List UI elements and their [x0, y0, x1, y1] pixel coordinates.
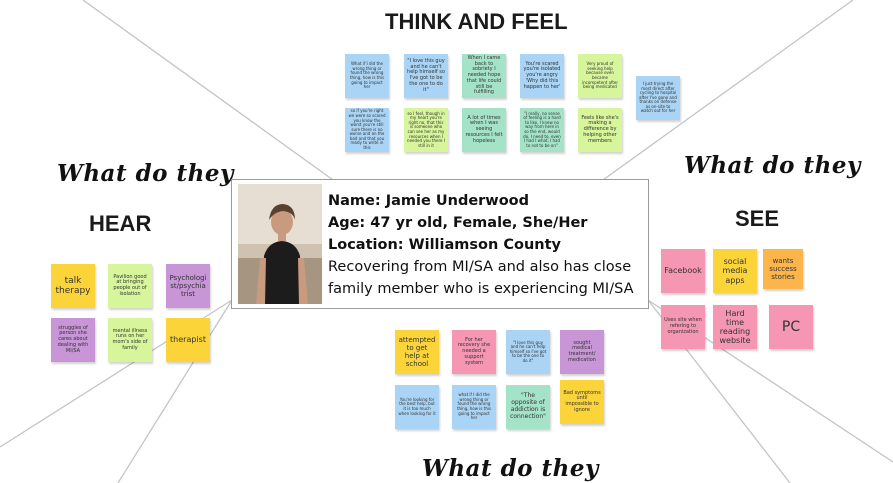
see-note: Uses site when refering to organization	[661, 305, 705, 349]
do-note: Bad symptoms until impossible to ignore	[560, 380, 604, 424]
think-note: "I love this guy and he can't help himse…	[404, 54, 448, 98]
hear-note: Pavilion good at bringing people out of …	[108, 264, 152, 308]
script-label-left: What do they	[57, 160, 234, 187]
see-note: social media apps	[713, 249, 757, 293]
do-note: You're looking for the best help, but it…	[395, 385, 439, 429]
think-note: "I really, no sense of feeling is a hard…	[520, 108, 564, 152]
persona-description-line1: Recovering from MI/SA and also has close	[328, 259, 632, 275]
see-note: PC	[769, 305, 813, 349]
hear-note: therapist	[166, 318, 210, 362]
script-label-right: What do they	[684, 152, 861, 179]
see-note: Facebook	[661, 249, 705, 293]
think-note: Very proud of seeking help because even …	[578, 54, 622, 98]
do-note: "The opposite of addiction is connection…	[506, 385, 550, 429]
hear-heading: HEAR	[89, 211, 152, 236]
see-note: wants success stories	[763, 249, 803, 289]
think-and-feel-heading: THINK AND FEEL	[385, 9, 568, 34]
person-silhouette-icon	[238, 184, 322, 304]
do-note: what if I did the wrong thing or found t…	[452, 385, 496, 429]
think-note: so I feel, though in my heart you're rig…	[404, 108, 448, 152]
think-note: A lot of times when I was seeing resourc…	[462, 108, 506, 152]
script-label-bottom: What do they	[422, 455, 599, 482]
hear-note: Psychologist/psychiatrist	[166, 264, 210, 308]
see-note: Hard time reading website	[713, 305, 757, 349]
think-note: I just trying the most direct after cycl…	[636, 76, 680, 120]
persona-age: Age: 47 yr old, Female, She/Her	[328, 215, 588, 231]
persona-location: Location: Williamson County	[328, 237, 561, 253]
persona-description-line2: family member who is experiencing MI/SA	[328, 281, 634, 297]
hear-note: mental illness runs on her mom's side of…	[108, 318, 152, 362]
see-heading: SEE	[735, 206, 780, 231]
do-note: For her recovery she needed a support sy…	[452, 330, 496, 374]
hear-note: struggles of person she cares about deal…	[51, 318, 95, 362]
do-note: "I love this guy and he can't help himse…	[506, 330, 550, 374]
do-note: attempted to get help at school	[395, 330, 439, 374]
hear-note: talk therapy	[51, 264, 95, 308]
think-note: so if you're right we were so scared you…	[345, 108, 389, 152]
persona-name: Name: Jamie Underwood	[328, 193, 530, 209]
think-note: You're scared you're isolated you're ang…	[520, 54, 564, 98]
think-note: When I came back to sobriety I needed ho…	[462, 54, 506, 98]
do-note: sought medical treatment/ medication	[560, 330, 604, 374]
persona-card: Name: Jamie Underwood Age: 47 yr old, Fe…	[231, 179, 649, 309]
think-note: What if I did the wrong thing or found t…	[345, 54, 389, 98]
think-note: Feels like she's making a difference by …	[578, 108, 622, 152]
persona-photo	[238, 184, 322, 304]
